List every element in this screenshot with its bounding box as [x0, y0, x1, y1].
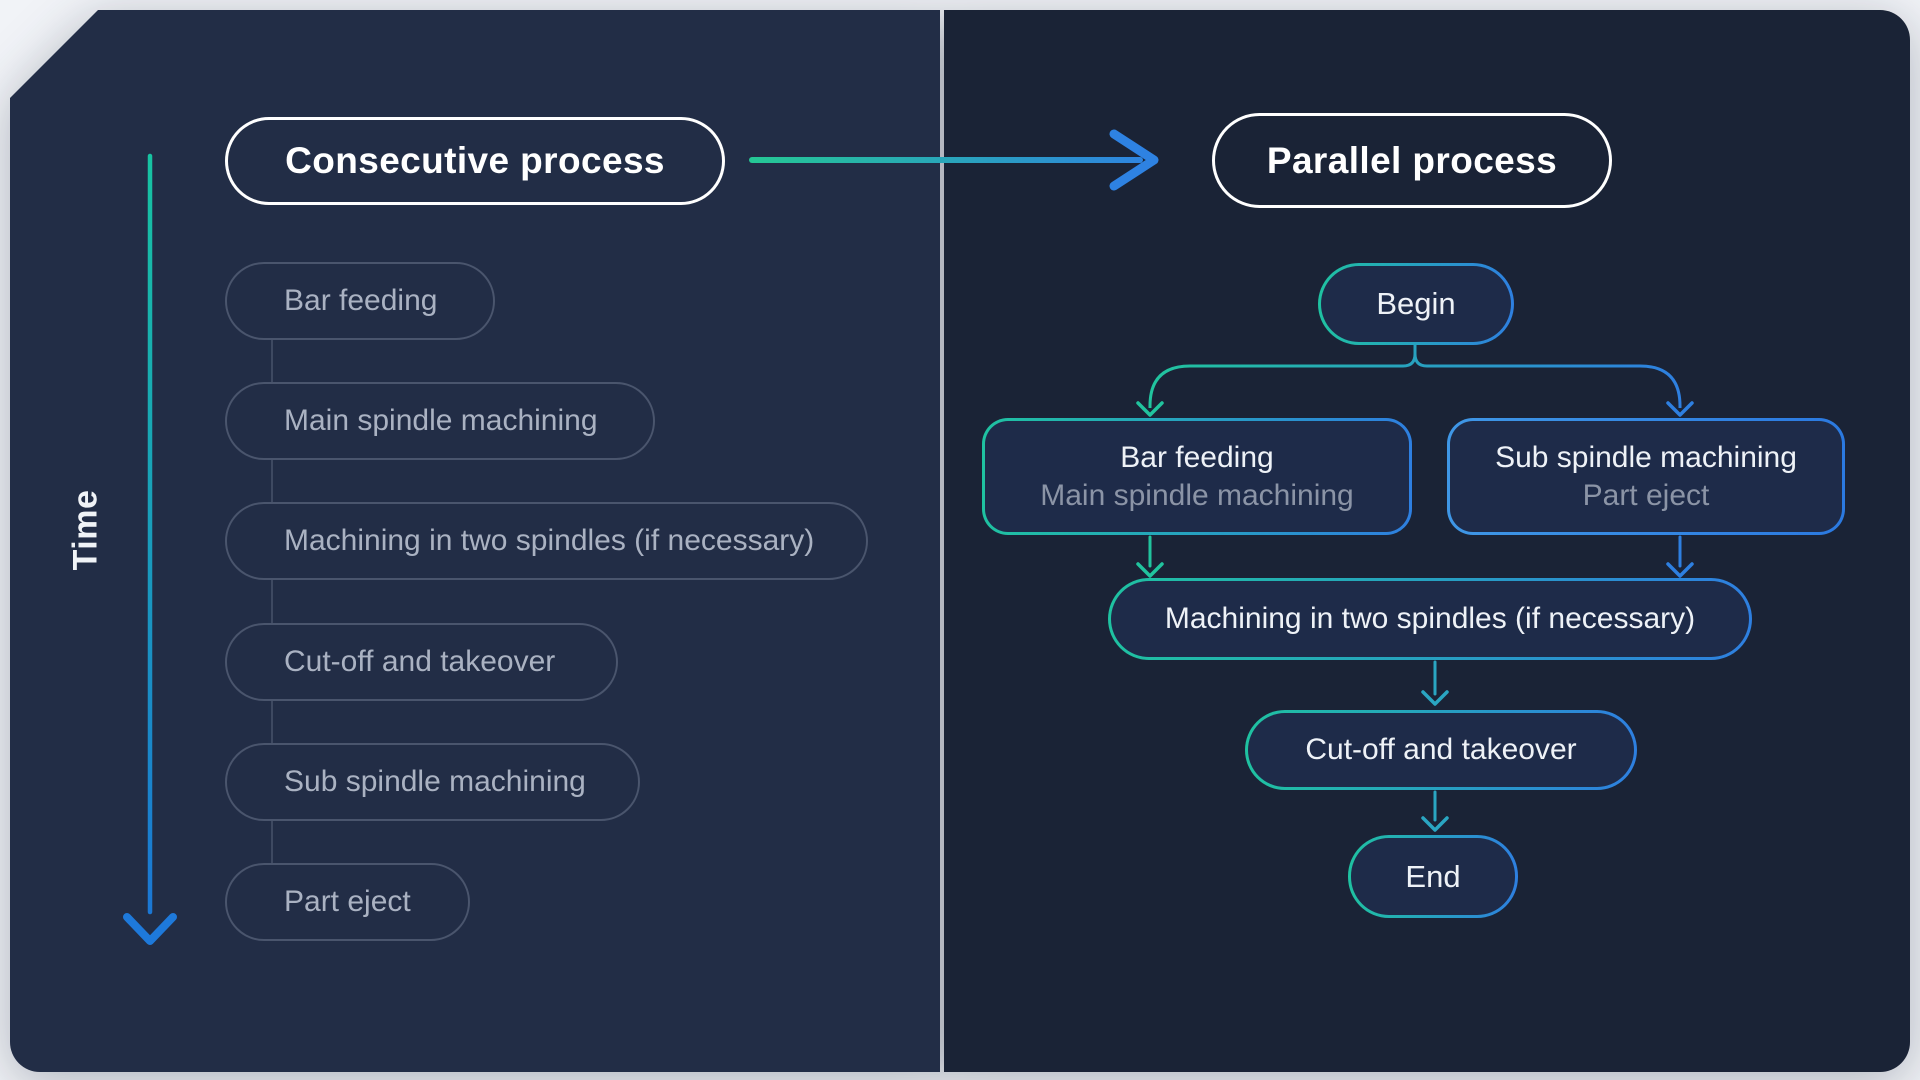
- flow-node-machining-two-spindles: Machining in two spindles (if necessary): [1108, 578, 1752, 660]
- branch-2-line-2: Part eject: [1582, 478, 1710, 512]
- step-cutoff-takeover: Cut-off and takeover: [225, 623, 618, 701]
- flow-node-end: End: [1348, 835, 1518, 918]
- consecutive-process-panel: [10, 10, 940, 1072]
- time-axis-label: Time: [66, 489, 105, 571]
- flow-node-branch-1: Bar feeding Main spindle machining: [982, 418, 1412, 535]
- branch-2-line-1: Sub spindle machining: [1495, 440, 1797, 474]
- end-label: End: [1405, 858, 1461, 894]
- consecutive-process-title: Consecutive process: [225, 117, 725, 205]
- step-main-spindle-machining: Main spindle machining: [225, 382, 655, 460]
- flow-node-begin: Begin: [1318, 263, 1514, 345]
- branch-1-line-1: Bar feeding: [1120, 440, 1274, 474]
- branch-1-line-2: Main spindle machining: [1040, 478, 1354, 512]
- step-sub-spindle-machining: Sub spindle machining: [225, 743, 640, 821]
- flow-node-branch-2: Sub spindle machining Part eject: [1447, 418, 1845, 535]
- begin-label: Begin: [1376, 286, 1456, 321]
- step-bar-feeding: Bar feeding: [225, 262, 495, 340]
- cutoff-label: Cut-off and takeover: [1305, 733, 1577, 766]
- step-machining-two-spindles: Machining in two spindles (if necessary): [225, 502, 868, 580]
- step-part-eject: Part eject: [225, 863, 470, 941]
- merge-label: Machining in two spindles (if necessary): [1164, 602, 1696, 635]
- parallel-process-title: Parallel process: [1212, 113, 1612, 208]
- flow-node-cutoff-takeover: Cut-off and takeover: [1245, 710, 1637, 790]
